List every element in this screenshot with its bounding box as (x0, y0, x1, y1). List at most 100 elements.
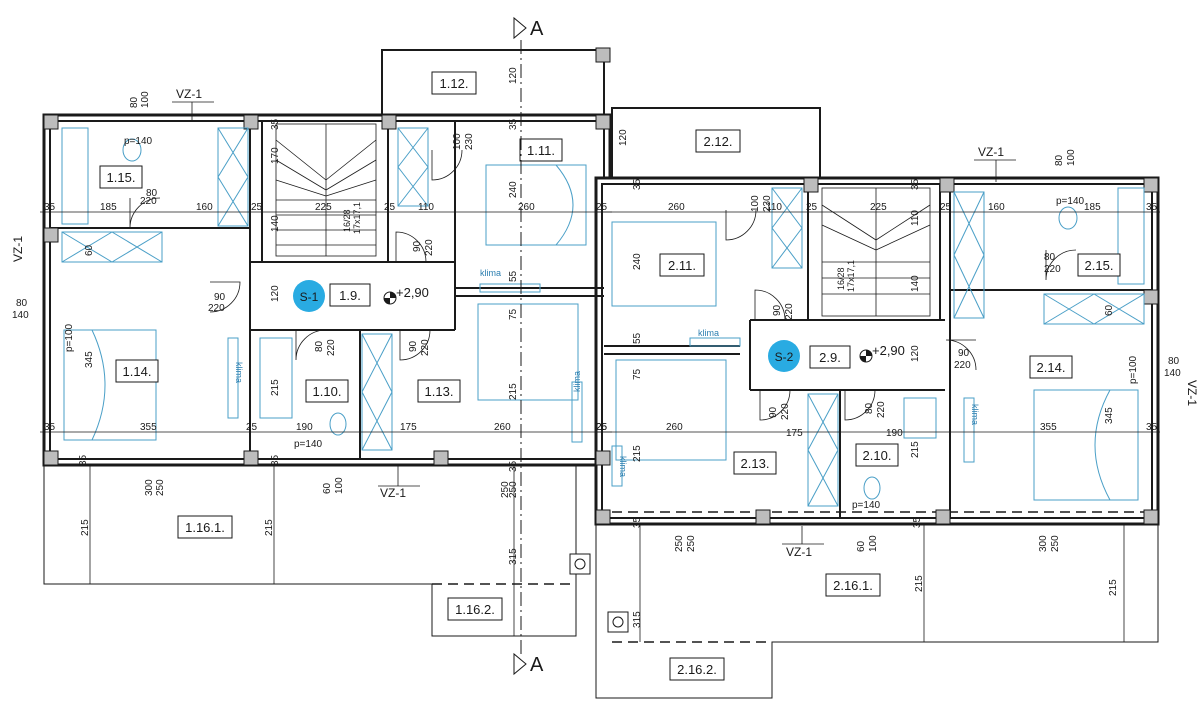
svg-text:230: 230 (762, 195, 773, 212)
svg-text:75: 75 (632, 368, 643, 380)
svg-text:VZ-1: VZ-1 (176, 87, 202, 101)
room-label-2-12: 2.12. (695, 129, 741, 153)
svg-text:25: 25 (806, 202, 818, 213)
section-marker-bottom: A (513, 652, 544, 676)
svg-text:110: 110 (910, 210, 921, 226)
svg-text:345: 345 (1104, 407, 1115, 424)
room-label-2-13: 2.13. (733, 451, 777, 475)
svg-text:215: 215 (1108, 579, 1119, 596)
room-label-2-16-2: 2.16.2. (669, 657, 725, 681)
svg-text:250: 250 (508, 481, 519, 498)
svg-text:25: 25 (596, 422, 608, 433)
svg-text:1.13.: 1.13. (425, 384, 454, 399)
svg-text:225: 225 (315, 202, 332, 213)
right-unit-inner (601, 183, 1153, 519)
svg-text:250: 250 (1050, 535, 1061, 552)
svg-text:220: 220 (954, 360, 971, 371)
svg-text:p=140: p=140 (124, 136, 153, 147)
klima-label: klima (618, 456, 628, 477)
room-label-1-10: 1.10. (305, 379, 349, 403)
stair-2 (821, 187, 931, 317)
room-label-1-12: 1.12. (431, 71, 477, 95)
room-label-2-9: 2.9. (809, 345, 851, 369)
window-label-vz1: VZ-1 (782, 526, 824, 559)
svg-text:25: 25 (246, 422, 258, 433)
svg-text:1.12.: 1.12. (440, 76, 469, 91)
svg-text:300: 300 (1038, 535, 1049, 552)
svg-text:80: 80 (1168, 356, 1180, 367)
elevation-marker-2: +2,90 (859, 343, 905, 363)
svg-text:175: 175 (400, 422, 417, 433)
room-label-1-16-1: 1.16.1. (177, 515, 233, 539)
svg-text:90: 90 (214, 292, 226, 303)
svg-text:2.11.: 2.11. (668, 258, 696, 273)
svg-text:110: 110 (766, 202, 782, 213)
svg-text:VZ-1: VZ-1 (786, 545, 812, 559)
svg-text:25: 25 (251, 202, 263, 213)
svg-text:230: 230 (464, 133, 475, 150)
svg-text:240: 240 (632, 253, 643, 270)
svg-text:215: 215 (270, 379, 281, 396)
room-label-1-16-2: 1.16.2. (447, 597, 503, 621)
svg-text:35: 35 (270, 454, 281, 466)
klima-label: klima (698, 328, 719, 338)
svg-text:1.11.: 1.11. (527, 143, 555, 158)
room-label-2-11: 2.11. (659, 253, 705, 277)
window-label-vz1: VZ-1 (11, 236, 25, 262)
svg-text:80: 80 (1054, 154, 1065, 166)
svg-text:355: 355 (140, 422, 157, 433)
svg-text:220: 220 (140, 196, 157, 207)
svg-text:+2,90: +2,90 (872, 343, 905, 358)
svg-text:225: 225 (870, 202, 887, 213)
svg-text:S-2: S-2 (775, 350, 794, 364)
svg-text:185: 185 (100, 202, 117, 213)
svg-text:35: 35 (508, 460, 519, 472)
svg-text:170: 170 (270, 147, 281, 164)
svg-text:VZ-1: VZ-1 (11, 236, 25, 262)
drain-icon (569, 553, 591, 575)
svg-text:60: 60 (322, 482, 333, 494)
svg-text:2.16.2.: 2.16.2. (677, 662, 717, 677)
svg-text:140: 140 (1164, 368, 1181, 379)
svg-text:35: 35 (1146, 202, 1158, 213)
svg-text:VZ-1: VZ-1 (380, 486, 406, 500)
svg-text:35: 35 (78, 454, 89, 466)
doors (129, 149, 1077, 421)
svg-text:S-1: S-1 (300, 290, 319, 304)
svg-text:220: 220 (1044, 264, 1061, 275)
svg-text:250: 250 (500, 481, 511, 498)
svg-text:140: 140 (270, 215, 281, 232)
svg-text:250: 250 (686, 535, 697, 552)
svg-text:260: 260 (666, 422, 683, 433)
svg-text:315: 315 (632, 611, 643, 628)
svg-text:100: 100 (452, 133, 463, 150)
dimensions: 35 185 160 25 225 25 110 260 25 35 355 2… (12, 67, 629, 565)
svg-text:220: 220 (780, 403, 791, 420)
svg-text:2.12.: 2.12. (704, 134, 733, 149)
svg-text:90: 90 (768, 406, 779, 418)
svg-text:2.16.1.: 2.16.1. (833, 578, 873, 593)
svg-text:60: 60 (1104, 304, 1115, 316)
svg-text:120: 120 (618, 129, 629, 146)
klima-label: klima (970, 404, 980, 425)
svg-text:100: 100 (334, 477, 345, 494)
section-marker-top: A (513, 16, 544, 40)
svg-text:55: 55 (508, 270, 519, 282)
klima-label: klima (572, 371, 582, 392)
svg-text:250: 250 (155, 479, 166, 496)
svg-text:315: 315 (508, 548, 519, 565)
svg-text:90: 90 (412, 240, 423, 252)
svg-text:215: 215 (508, 383, 519, 400)
stair-label: 16/28 (342, 209, 352, 232)
svg-text:215: 215 (80, 519, 91, 536)
drain-icon (607, 611, 629, 633)
svg-text:260: 260 (668, 202, 685, 213)
svg-text:VZ-1: VZ-1 (978, 145, 1004, 159)
svg-text:2.9.: 2.9. (819, 350, 841, 365)
svg-text:35: 35 (508, 118, 519, 130)
svg-text:25: 25 (596, 422, 608, 433)
svg-text:80: 80 (864, 402, 875, 414)
svg-text:260: 260 (494, 422, 511, 433)
room-label-1-15: 1.15. (99, 165, 143, 189)
